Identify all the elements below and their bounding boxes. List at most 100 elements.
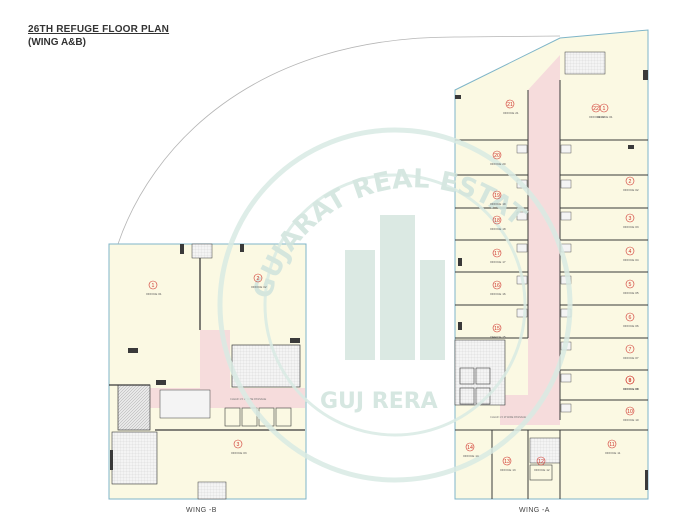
wing-a-unit-r11-circle — [607, 439, 617, 449]
wing-a-unit-20-circle — [492, 150, 502, 160]
wing-a-unit-15-circle — [492, 323, 502, 333]
wing-a-unit-r4-circle — [625, 246, 635, 256]
plan-title-line1: 26TH REFUGE FLOOR PLAN — [28, 24, 170, 35]
wing-a-unit-r9-circle — [625, 375, 635, 385]
wing-a-unit-16-circle — [492, 280, 502, 290]
wing-a-unit-13-number: 13 — [504, 459, 510, 465]
wing-a-unit-r9-number: 9 — [629, 378, 632, 384]
wing-a-unit-r10-label: OFFICE 10 — [623, 418, 639, 422]
wing-a-unit-20-label: OFFICE 20 — [490, 162, 506, 166]
wing-a-unit-r2-circle — [625, 176, 635, 186]
wing-a-unit-16-number: 16 — [494, 283, 500, 289]
wing-b-label: WING -B — [186, 507, 217, 514]
wing-a-unit-r3-circle — [625, 213, 635, 223]
wing-a-unit-19-number: 19 — [494, 193, 500, 199]
wing-a-unit-r10-circle — [625, 406, 635, 416]
wing-b-unit-3-label: OFFICE 03 — [231, 451, 247, 455]
wing-a-unit-14-number: 14 — [467, 445, 473, 451]
wing-b-unit-2-label: OFFICE 02 — [251, 285, 267, 289]
wing-a-unit-r5-number: 5 — [629, 282, 632, 288]
wing-a-unit-r10-number: 10 — [627, 409, 633, 415]
watermark-arc-text: GUJARAT REAL ESTATE REGULATORY — [0, 0, 532, 302]
wing-a-corridor — [528, 55, 560, 420]
wing-a-unit-14-circle — [465, 442, 475, 452]
wing-b-unit-3-circle — [233, 439, 243, 449]
wing-a-unit-r4-number: 4 — [629, 249, 632, 255]
wing-a-unit-15-number: 15 — [494, 326, 500, 332]
wing-a-unit-12-circle — [536, 456, 546, 466]
wing-a-unit-r1-circle — [599, 103, 609, 113]
wing-b-unit-3-number: 3 — [237, 442, 240, 448]
svg-text:CLEAR 1.5 M WIDE PASSAGE: CLEAR 1.5 M WIDE PASSAGE — [490, 415, 527, 419]
wing-a-unit-18-number: 18 — [494, 218, 500, 224]
wing-a-unit-18-label: OFFICE 18 — [490, 227, 506, 231]
wing-a-unit-17-label: OFFICE 17 — [490, 260, 506, 264]
wing-a-unit-r7-circle — [625, 344, 635, 354]
wing-a-plan: CLEAR 1.5 M WIDE PASSAGE — [454, 29, 649, 500]
wing-a-unit-16-label: OFFICE 16 — [490, 292, 506, 296]
wing-a-unit-18-circle — [492, 215, 502, 225]
wing-a-unit-13-label: OFFICE 13 — [500, 468, 516, 472]
wing-a-unit-17-number: 17 — [494, 251, 500, 257]
wing-a-core — [454, 51, 606, 481]
wing-a-unit-r3-number: 3 — [629, 216, 632, 222]
wing-a-unit-r6-circle — [625, 312, 635, 322]
wing-b-unit-2-circle — [253, 273, 263, 283]
wing-a-unit-r8-label: OFFICE 08 — [623, 387, 639, 391]
wing-a-left-dividers — [455, 139, 648, 431]
wing-a-unit-r22-number: 22 — [593, 106, 599, 112]
wing-a-unit-15-label: OFFICE 15 — [490, 335, 506, 339]
wing-b-unit-1-circle — [148, 280, 158, 290]
wing-a-unit-r2-label: OFFICE 02 — [623, 188, 639, 192]
wing-a-unit-r1-number: 1 — [603, 106, 606, 112]
wing-a-unit-14-label: OFFICE 14 — [463, 454, 479, 458]
wing-a-unit-r1-label: OFFICE 01 — [597, 115, 613, 119]
wing-a-unit-19-circle — [492, 190, 502, 200]
wing-a-unit-19-label: OFFICE 19 — [490, 202, 506, 206]
plan-title: 26TH REFUGE FLOOR PLAN (WING A&B) — [28, 24, 169, 48]
wing-a-unit-r8-number: 8 — [629, 378, 632, 384]
wing-a-right-dividers — [560, 139, 648, 401]
wing-a-unit-r5-circle — [625, 279, 635, 289]
site-boundary-arc — [117, 35, 561, 245]
wing-a-unit-r11-label: OFFICE 11 — [605, 451, 621, 455]
wing-a-unit-r4-label: OFFICE 04 — [623, 258, 639, 262]
wing-a-unit-r22-label: OFFICE 22 — [589, 115, 605, 119]
plan-title-line2: (WING A&B) — [28, 37, 86, 48]
wing-a-unit-12-number: 12 — [538, 459, 544, 465]
wing-a-unit-12-label: OFFICE 12 — [534, 468, 550, 472]
wing-b-unit-1-label: OFFICE 01 — [146, 292, 162, 296]
wing-b-unit-2-number: 2 — [257, 276, 260, 282]
wing-a-unit-21-number: 21 — [507, 102, 513, 108]
wing-a-unit-r7-label: OFFICE 07 — [623, 356, 639, 360]
wing-a-unit-r6-number: 6 — [629, 315, 632, 321]
wing-a-unit-r7-number: 7 — [629, 347, 632, 353]
wing-b-unit-1-number: 1 — [152, 283, 155, 289]
wing-a-unit-13-circle — [502, 456, 512, 466]
wing-a-unit-r6-label: OFFICE 06 — [623, 324, 639, 328]
wing-a-unit-21-label: OFFICE 21 — [503, 111, 519, 115]
wing-a-unit-17-circle — [492, 248, 502, 258]
wing-a-unit-r3-label: OFFICE 03 — [623, 225, 639, 229]
